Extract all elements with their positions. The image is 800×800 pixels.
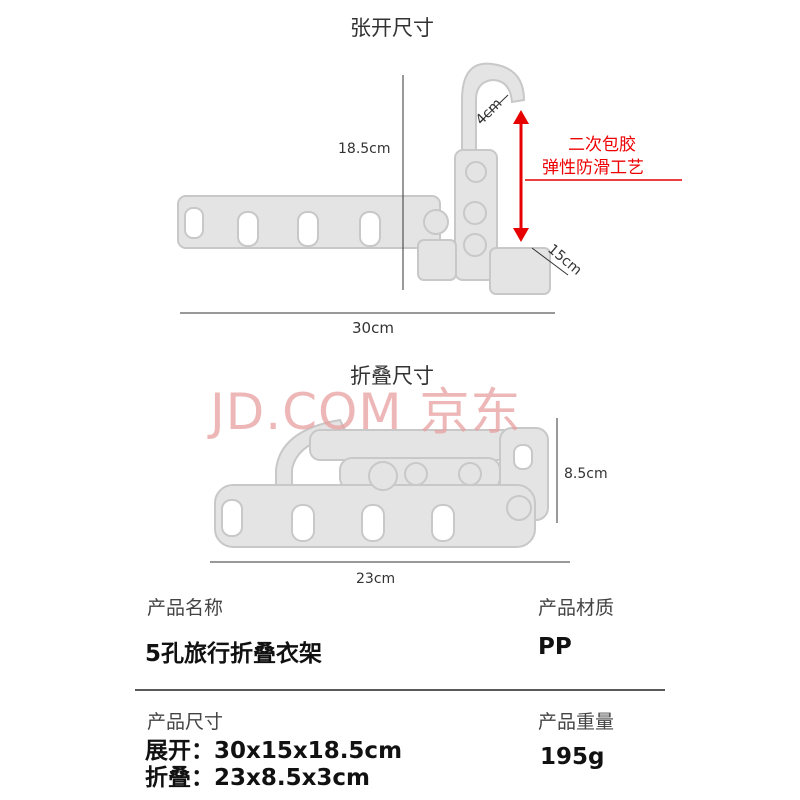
folded-width-label: 23cm xyxy=(356,571,396,587)
red-arrow xyxy=(513,110,682,242)
weight-value: 195g xyxy=(540,744,605,770)
watermark: JD.COM 京东 xyxy=(210,383,522,441)
weight-label: 产品重量 xyxy=(538,711,615,733)
size-open-value: 展开：30x15x18.5cm xyxy=(145,738,403,764)
size-label: 产品尺寸 xyxy=(147,711,224,733)
open-size-title: 张开尺寸 xyxy=(350,16,434,40)
folded-size-title: 折叠尺寸 xyxy=(350,364,434,388)
folded-height-label: 8.5cm xyxy=(564,466,608,482)
folded-dimension-lines xyxy=(210,418,570,563)
open-height-label: 18.5cm xyxy=(338,141,391,157)
product-name-label: 产品名称 xyxy=(147,597,224,619)
feature-line-1: 二次包胶 xyxy=(568,135,636,155)
material-value: PP xyxy=(538,634,572,660)
material-label: 产品材质 xyxy=(538,597,615,619)
open-dimension-lines xyxy=(180,75,569,314)
open-width-label: 30cm xyxy=(352,319,394,337)
feature-line-2: 弹性防滑工艺 xyxy=(542,158,644,178)
size-folded-value: 折叠：23x8.5x3cm xyxy=(145,765,371,791)
product-name-value: 5孔旅行折叠衣架 xyxy=(145,641,323,667)
